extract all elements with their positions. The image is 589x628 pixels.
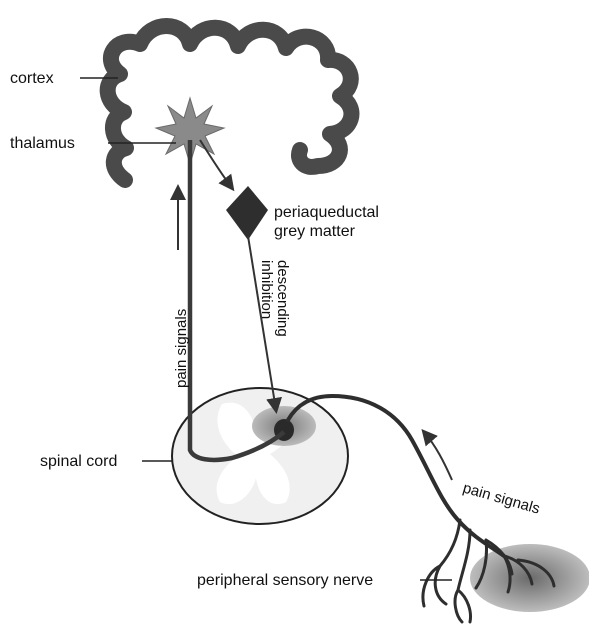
thalamus-to-pag-arrow xyxy=(200,140,232,188)
pain-signals-peripheral-label: pain signals xyxy=(461,480,542,518)
cortex-label: cortex xyxy=(10,70,54,87)
descending-label-line1: descending xyxy=(274,260,291,337)
pain-signals-vertical-label: pain signals xyxy=(173,309,190,388)
pag-label-line1: periaqueductal xyxy=(274,204,379,221)
spinal-cord-label: spinal cord xyxy=(40,453,117,470)
thalamus-label: thalamus xyxy=(10,135,75,152)
pag-label-line2: grey matter xyxy=(274,223,356,240)
periaqueductal-grey-diamond xyxy=(226,186,268,240)
cortex-outline xyxy=(108,26,352,180)
descending-label-line2: inhibition xyxy=(258,260,275,319)
peripheral-nerve-label: peripheral sensory nerve xyxy=(197,572,373,589)
